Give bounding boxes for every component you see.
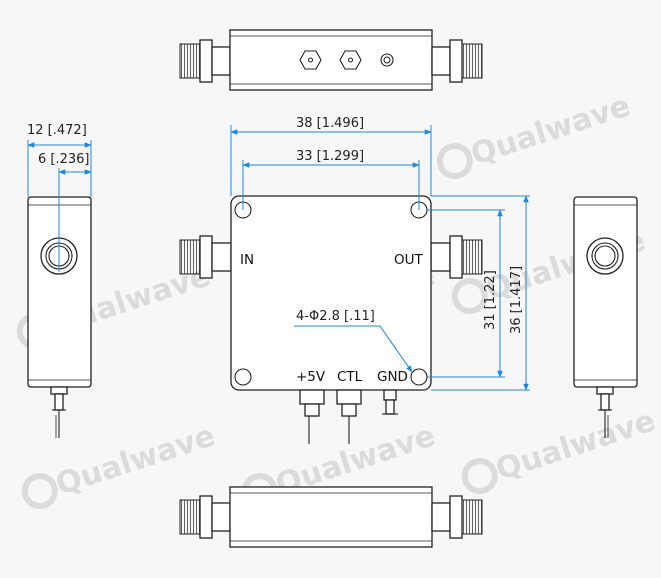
feedthrough-hex-2 [339,50,362,70]
side-depth-dimension: 12 [.472] [27,123,87,138]
watermark-text: Qualwave [467,88,635,172]
bottom-body [229,486,433,548]
bottom-view [179,486,483,548]
mount-hole-bottom-left [234,368,252,386]
bottom-left-connector [179,499,201,535]
hole-spacing-width-dimension: 33 [1.299] [296,149,364,164]
watermark-text: Qualwave [52,418,220,502]
front-view: IN OUT +5V CTL GND 38 [1.496] 33 [1.299] [179,116,530,444]
in-connector-collar [211,242,232,272]
top-view [179,29,483,91]
out-connector-nut [449,235,463,279]
ground-pin [382,389,398,415]
out-connector-thread [461,239,483,275]
side-center-dimension: 6 [.236] [38,152,90,167]
watermark-logo: Qualwave [21,418,220,510]
ground-terminal [380,53,394,67]
bottom-right-connector [461,499,483,535]
power-pin [299,389,325,444]
top-right-connector [461,43,483,79]
watermark-logo: Qualwave [436,88,635,180]
watermark-text: Qualwave [492,403,660,487]
top-left-connector-nut [199,39,213,83]
in-connector-nut [199,235,213,279]
overall-width-dimension: 38 [1.496] [296,116,364,131]
mount-hole-callout: 4-Φ2.8 [.11] [296,309,375,324]
control-pin [336,389,362,444]
top-right-connector-collar [431,46,451,76]
top-right-connector-nut [449,39,463,83]
out-port-label: OUT [394,252,424,268]
out-connector-collar [430,242,451,272]
ground-pin-label: GND [377,369,408,385]
left-side-view: 12 [.472] 6 [.236] [27,123,92,438]
overall-height-dimension: 36 [1.417] [509,266,524,334]
feedthrough-hex-1 [299,50,322,70]
control-pin-label: CTL [337,369,363,385]
hole-spacing-height-dimension: 31 [1.22] [483,270,498,330]
front-body [230,195,432,391]
in-port-label: IN [240,252,254,268]
power-pin-label: +5V [296,369,326,385]
top-left-connector-collar [211,46,231,76]
top-body [229,29,433,91]
right-side-body [573,196,638,388]
top-left-connector [179,43,201,79]
watermark-logo: Qualwave [461,403,660,495]
right-side-view [573,196,638,438]
in-connector-thread [179,239,201,275]
